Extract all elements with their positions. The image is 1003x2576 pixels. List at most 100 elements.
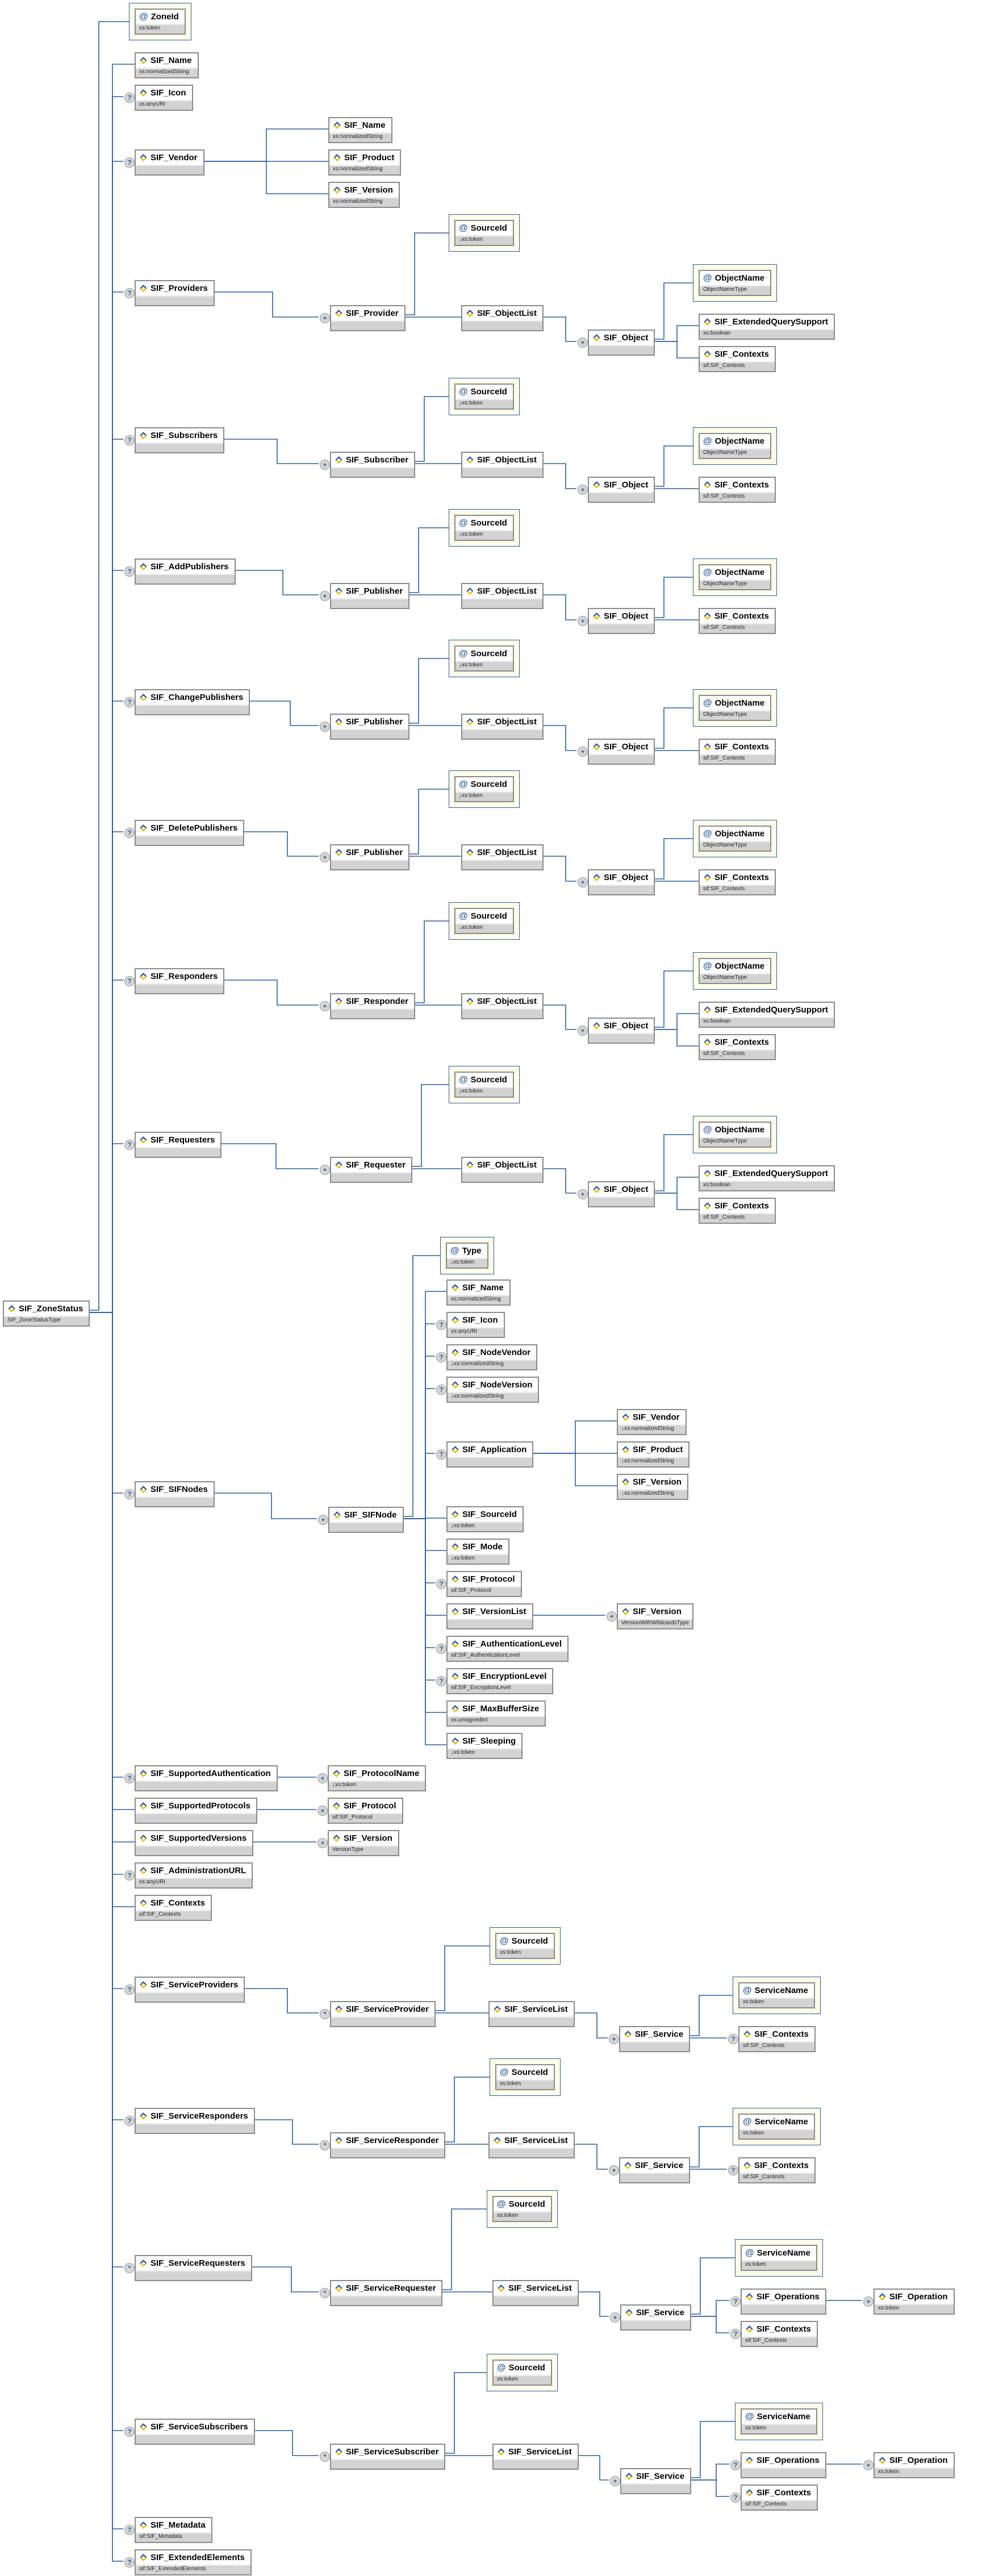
one-or-more-badge[interactable]: + <box>320 313 330 323</box>
element-node-prov-list[interactable]: SIF_ObjectList <box>461 305 544 331</box>
attribute-node-addp-sid[interactable]: @SourceId↓xs:token <box>454 515 514 541</box>
one-or-more-badge[interactable]: + <box>578 337 588 348</box>
one-or-more-badge[interactable]: + <box>609 2165 619 2175</box>
one-or-more-badge[interactable]: + <box>610 2312 620 2323</box>
element-node-node-nversion[interactable]: SIF_NodeVersion↓xs:normalizedString? <box>436 1377 540 1403</box>
element-node-sreq-list[interactable]: SIF_ServiceList <box>492 2280 579 2306</box>
one-or-more-badge[interactable]: + <box>609 2034 619 2044</box>
optional-badge[interactable]: ? <box>436 1352 446 1362</box>
element-node-req-obj[interactable]: SIF_Object+ <box>578 1181 655 1207</box>
one-or-more-badge[interactable]: + <box>863 2460 874 2470</box>
optional-badge[interactable]: ? <box>436 1676 446 1686</box>
optional-badge[interactable]: ? <box>436 1320 446 1330</box>
optional-badge[interactable]: ? <box>124 435 135 445</box>
element-node-sub-item[interactable]: SIF_Subscriber+ <box>320 452 416 478</box>
attribute-node-node-type[interactable]: @Type↓xs:token <box>446 1243 488 1269</box>
element-node-addp-item[interactable]: SIF_Publisher+ <box>320 583 410 609</box>
element-node-sprov[interactable]: SIF_ServiceProviders? <box>124 1977 245 2003</box>
zero-or-more-badge[interactable]: * <box>320 2140 330 2150</box>
attribute-node-prov-sid[interactable]: @SourceId↓xs:token <box>454 220 514 246</box>
element-node-ssub-list[interactable]: SIF_ServiceList <box>492 2444 579 2470</box>
element-node-addp-obj[interactable]: SIF_Object+ <box>578 608 655 634</box>
element-node-ssub-item[interactable]: SIF_ServiceSubscriber* <box>320 2444 446 2470</box>
optional-badge[interactable]: ? <box>730 2460 741 2470</box>
one-or-more-badge[interactable]: + <box>578 877 588 887</box>
optional-badge[interactable]: ? <box>730 2329 741 2339</box>
element-node-app-vendor[interactable]: SIF_Vendor↓xs:normalizedString <box>617 1409 687 1435</box>
element-node-sprov-svc[interactable]: SIF_Service+ <box>609 2026 691 2052</box>
one-or-more-badge[interactable]: + <box>320 591 330 601</box>
optional-badge[interactable]: ? <box>436 1644 446 1654</box>
element-node-ssub-ops[interactable]: SIF_Operations? <box>730 2452 826 2478</box>
optional-badge[interactable]: ? <box>124 93 135 103</box>
one-or-more-badge[interactable]: + <box>317 1773 328 1783</box>
element-node-sreq-item[interactable]: SIF_ServiceRequester* <box>320 2280 443 2306</box>
optional-badge[interactable]: ? <box>728 2165 738 2175</box>
one-or-more-badge[interactable]: + <box>578 485 588 495</box>
element-node-sauth-pn[interactable]: SIF_ProtocolName↓xs:token+ <box>317 1765 427 1791</box>
optional-badge[interactable]: ? <box>124 1870 135 1881</box>
element-node-node-nvendor[interactable]: SIF_NodeVendor↓xs:normalizedString? <box>436 1344 538 1370</box>
optional-badge[interactable]: ? <box>124 2525 135 2535</box>
optional-badge[interactable]: ? <box>124 1489 135 1499</box>
one-or-more-badge[interactable]: + <box>320 460 330 470</box>
element-node-app-product[interactable]: SIF_Product↓xs:normalizedString <box>617 1441 690 1468</box>
optional-badge[interactable]: ? <box>436 1449 446 1460</box>
one-or-more-badge[interactable]: + <box>578 1189 588 1199</box>
optional-badge[interactable]: ? <box>124 157 135 168</box>
element-node-node-mode[interactable]: SIF_Mode↓xs:token <box>446 1539 509 1565</box>
optional-badge[interactable]: ? <box>124 2557 135 2567</box>
one-or-more-badge[interactable]: + <box>320 1001 330 1011</box>
element-node-delp-list[interactable]: SIF_ObjectList <box>461 844 544 870</box>
one-or-more-badge[interactable]: + <box>320 852 330 862</box>
optional-badge[interactable]: ? <box>436 1579 446 1589</box>
optional-badge[interactable]: ? <box>124 976 135 986</box>
attribute-node-req-sid[interactable]: @SourceId↓xs:token <box>454 1072 514 1098</box>
element-node-app-version[interactable]: SIF_Version↓xs:normalizedString <box>617 1474 688 1500</box>
element-node-prov-item[interactable]: SIF_Provider+ <box>320 305 406 331</box>
optional-badge[interactable]: ? <box>124 1773 135 1783</box>
zero-or-more-badge[interactable]: * <box>124 2263 135 2273</box>
element-node-sresp-list[interactable]: SIF_ServiceList <box>488 2132 575 2158</box>
element-node-sreq[interactable]: SIF_ServiceRequesters* <box>124 2255 252 2281</box>
one-or-more-badge[interactable]: + <box>317 1806 328 1816</box>
element-node-prov[interactable]: SIF_Providers? <box>124 280 215 306</box>
optional-badge[interactable]: ? <box>124 2427 135 2437</box>
optional-badge[interactable]: ? <box>124 1985 135 1995</box>
zero-or-more-badge[interactable]: * <box>320 2288 330 2298</box>
one-or-more-badge[interactable]: + <box>318 1515 328 1525</box>
element-node-ssub-svc[interactable]: SIF_Service+ <box>610 2468 692 2494</box>
one-or-more-badge[interactable]: + <box>578 747 588 757</box>
one-or-more-badge[interactable]: + <box>320 722 330 732</box>
element-node-sver[interactable]: SIF_SupportedVersions <box>135 1830 254 1856</box>
optional-badge[interactable]: ? <box>124 2116 135 2126</box>
optional-badge[interactable]: ? <box>124 697 135 707</box>
